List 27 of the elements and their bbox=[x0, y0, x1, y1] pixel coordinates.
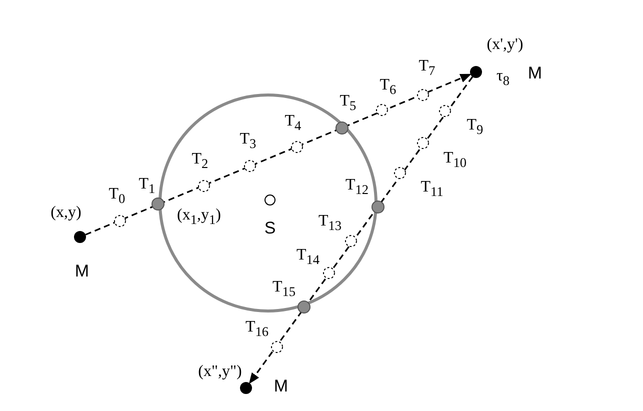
point-label: T$_{13}$ bbox=[318, 214, 342, 232]
center-label: S bbox=[264, 220, 276, 236]
point-label: T$_{15}$ bbox=[272, 280, 296, 298]
dashed-arrow bbox=[85, 74, 472, 236]
point-label: T$_{16}$ bbox=[245, 320, 269, 338]
point-label: M bbox=[528, 64, 542, 82]
point-label: T$_{6}$ bbox=[380, 78, 396, 96]
point-label: M bbox=[74, 262, 90, 280]
point-label: T$_{9}$ bbox=[466, 118, 484, 136]
point-label: T$_{1}$ bbox=[138, 176, 156, 196]
point-label: T$_{0}$ bbox=[108, 186, 126, 206]
point-label: T$_{4}$ bbox=[284, 114, 302, 132]
point-label: τ$_{8}$ bbox=[496, 68, 510, 88]
point-label: T$_{12}$ bbox=[345, 178, 369, 196]
point-label: T$_{14}$ bbox=[296, 248, 320, 266]
point-label: T$_{10}$ bbox=[443, 150, 467, 170]
dashed-arrow bbox=[248, 76, 474, 384]
point-label: T$_{2}$ bbox=[192, 152, 208, 170]
point-label: M bbox=[274, 378, 288, 394]
point-label: T$_{7}$ bbox=[418, 58, 436, 78]
point-label: T$_{11}$ bbox=[420, 180, 444, 198]
point-label: T$_{5}$ bbox=[340, 94, 356, 112]
coordinate-label: (x",y") bbox=[198, 364, 242, 380]
point-label: T$_{3}$ bbox=[240, 132, 256, 150]
coordinate-label: (x,y) bbox=[50, 205, 82, 221]
coordinate-label: (x$_{1}$,y$_{1}$) bbox=[177, 208, 221, 226]
coordinate-label: (x',y') bbox=[486, 37, 524, 53]
